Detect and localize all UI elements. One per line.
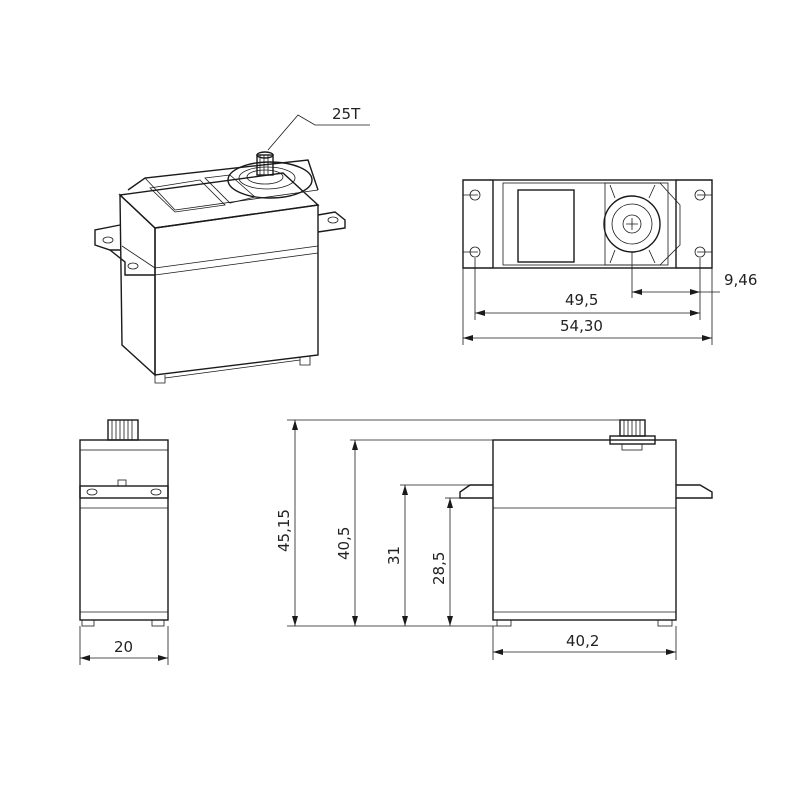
- top-mount-spacing-label: 49,5: [565, 291, 598, 309]
- side-body-length-label: 40,2: [566, 632, 599, 650]
- isometric-view: 25T: [94, 105, 370, 384]
- side-view: 45,15 40,5 31 28,5 40,2: [275, 419, 713, 660]
- top-total-length-label: 54,30: [560, 317, 603, 335]
- side-body-height-label: 40,5: [335, 527, 353, 560]
- front-view: 20: [79, 419, 169, 665]
- spline-label: 25T: [332, 105, 361, 123]
- side-ear-height-label: 31: [385, 546, 403, 565]
- side-total-height-label: 45,15: [275, 509, 293, 552]
- top-view: 49,5 9,46 54,30: [462, 179, 757, 345]
- front-width-label: 20: [114, 638, 133, 656]
- side-ear-bottom-label: 28,5: [430, 552, 448, 585]
- top-shaft-offset-label: 9,46: [724, 271, 757, 289]
